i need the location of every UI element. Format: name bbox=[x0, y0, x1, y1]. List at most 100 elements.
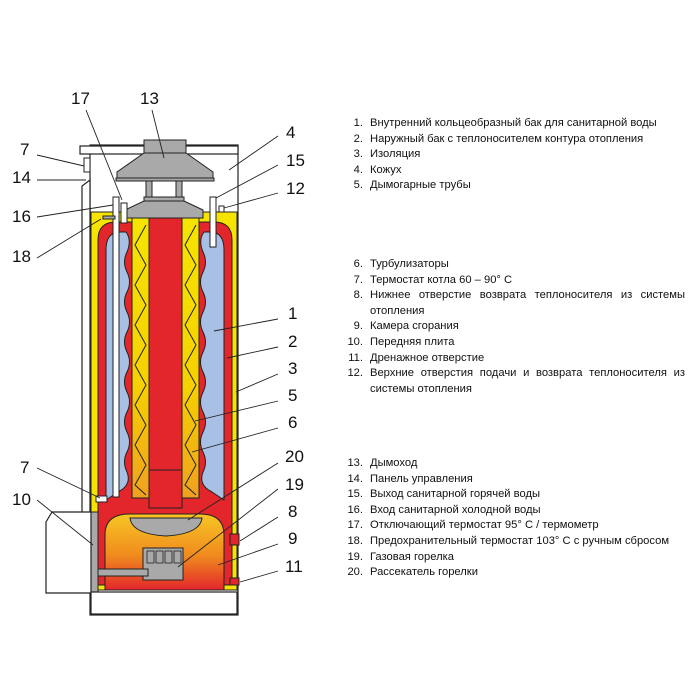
callout-4: 4 bbox=[286, 123, 295, 142]
legend-item: 15. Выход санитарной горячей воды bbox=[340, 487, 685, 503]
legend-item-number: 1. bbox=[353, 117, 363, 129]
legend-item-text: Дымоход bbox=[370, 457, 418, 469]
legend-item: 20.Рассекатель горелки bbox=[340, 565, 685, 581]
central-flue bbox=[148, 217, 183, 509]
callout-18: 18 bbox=[12, 247, 31, 266]
legend-item: 12.Верхние отверстия подачи и возврата т… bbox=[340, 366, 685, 397]
legend-item-text: Наружный бак с теплоносителем контура от… bbox=[370, 132, 644, 145]
legend-item-number: 2. bbox=[353, 132, 363, 145]
callout-16: 16 bbox=[12, 207, 31, 226]
cold-water-inlet-pipe bbox=[112, 196, 120, 498]
legend-item-number: 18. bbox=[347, 534, 363, 547]
legend-item: 2. Наружный бак с теплоносителем контура … bbox=[340, 132, 685, 148]
legend-item-number: 16. bbox=[347, 503, 363, 516]
legend-item: 16. Вход санитарной холодной воды bbox=[340, 503, 685, 519]
legend-item-number: 8. bbox=[353, 289, 363, 302]
legend-item-text: Дренажное отверстие bbox=[370, 351, 485, 364]
legend-item: 7. Термостат котла 60 – 90° C bbox=[340, 273, 685, 289]
legend-item: 17. Отключающий термостат 95° C / термоме… bbox=[340, 518, 685, 534]
control-panel bbox=[81, 178, 91, 521]
front-plate bbox=[90, 511, 99, 593]
callout-6: 6 bbox=[288, 413, 297, 432]
legend-group-1: 1. Внутренний кольцеобразный бак для сани… bbox=[340, 116, 685, 194]
drain-connection bbox=[229, 577, 240, 586]
legend-item-text: Панель управления bbox=[370, 472, 473, 485]
legend-item-text: Дымогарные трубы bbox=[370, 179, 471, 192]
boiler-thermostat-sensor bbox=[95, 495, 108, 503]
legend-item-text: Предохранительный термостат 103° C с руч… bbox=[370, 534, 670, 547]
legend-item: 19.Газовая горелка bbox=[340, 550, 685, 566]
legend-group-2: 6. Турбулизаторы 7. Термостат котла 60 – 90… bbox=[340, 257, 685, 397]
callout-3: 3 bbox=[288, 359, 297, 378]
callout-13: 13 bbox=[140, 89, 159, 108]
callout-9: 9 bbox=[288, 529, 297, 548]
turbulator-left bbox=[134, 224, 147, 496]
callout-7-top: 7 bbox=[20, 140, 29, 159]
legend-item-number: 13. bbox=[347, 457, 363, 469]
callout-15: 15 bbox=[286, 151, 305, 170]
legend-item-number: 19. bbox=[347, 550, 363, 563]
legend-item-number: 11. bbox=[348, 351, 363, 364]
legend-item: 10. Передняя плита bbox=[340, 335, 685, 351]
legend-item-text: Вход санитарной холодной воды bbox=[370, 503, 541, 516]
legend-item-number: 5. bbox=[353, 179, 363, 192]
callout-8: 8 bbox=[288, 502, 297, 521]
legend-item: 11. Дренажное отверстие bbox=[340, 351, 685, 367]
callout-10: 10 bbox=[12, 490, 31, 509]
base bbox=[90, 591, 238, 615]
turbulator-right bbox=[184, 224, 197, 496]
legend-item-text: Отключающий термостат 95° C / термометр bbox=[370, 519, 599, 532]
burner-housing bbox=[45, 511, 92, 594]
inner-tank-right bbox=[200, 231, 225, 501]
legend-item-text: Термостат котла 60 – 90° C bbox=[370, 273, 513, 286]
callout-19: 19 bbox=[285, 475, 304, 494]
legend-item-text: Выход санитарной горячей воды bbox=[370, 488, 541, 501]
flue-hood bbox=[115, 139, 215, 219]
hot-water-outlet-pipe bbox=[209, 196, 217, 248]
callout-7-bottom: 7 bbox=[20, 458, 29, 477]
legend-item-text: Кожух bbox=[370, 163, 402, 176]
legend-item: 3. Изоляция bbox=[340, 147, 685, 163]
legend-item-text: Рассекатель горелки bbox=[370, 566, 478, 579]
legend-item-text: Внутренний кольцеобразный бак для санита… bbox=[370, 117, 657, 129]
callout-2: 2 bbox=[288, 332, 297, 351]
safety-thermostat bbox=[102, 215, 116, 220]
legend-item-number: 9. bbox=[353, 320, 363, 333]
legend-item-number: 15. bbox=[347, 488, 363, 501]
legend-item-number: 4. bbox=[353, 163, 363, 176]
callout-1: 1 bbox=[288, 304, 297, 323]
legend-item-number: 10. bbox=[347, 335, 363, 348]
legend-group-3: 13. Дымоход 14. Панель управления 15. Выход с… bbox=[340, 456, 685, 581]
legend-item: 8. Нижнее отверстие возврата теплоносител… bbox=[340, 288, 685, 319]
boiler-thermostat-top bbox=[83, 157, 91, 173]
legend-item: 4. Кожух bbox=[340, 163, 685, 179]
lower-return-connection bbox=[229, 533, 240, 546]
legend-item-number: 3. bbox=[353, 148, 363, 161]
leader-lines bbox=[36, 109, 279, 583]
legend-item: 13. Дымоход bbox=[340, 456, 685, 472]
legend-item-number: 12. bbox=[347, 367, 363, 380]
legend-item-number: 14. bbox=[347, 472, 363, 485]
callout-17: 17 bbox=[71, 89, 90, 108]
gas-pipe bbox=[97, 568, 149, 577]
legend-item-number: 6. bbox=[353, 258, 363, 270]
legend-item-text: Нижнее отверстие возврата теплоносителя … bbox=[370, 289, 685, 317]
callout-14: 14 bbox=[12, 168, 31, 187]
upper-connection bbox=[218, 205, 225, 213]
shutoff-thermostat bbox=[120, 202, 128, 224]
legend-item: 18. Предохранительный термостат 103° C с … bbox=[340, 534, 685, 550]
legend-item: 5. Дымогарные трубы bbox=[340, 178, 685, 194]
boiler-cutaway-diagram: 17 13 4 7 15 14 12 16 18 1 2 3 5 6 20 7 … bbox=[12, 89, 305, 616]
legend-item-text: Изоляция bbox=[370, 148, 421, 161]
callout-5: 5 bbox=[288, 386, 297, 405]
legend-item: 1. Внутренний кольцеобразный бак для сани… bbox=[340, 116, 685, 132]
legend-item: 9. Камера сгорания bbox=[340, 319, 685, 335]
legend-item-number: 17. bbox=[347, 519, 363, 532]
legend-item-text: Передняя плита bbox=[370, 335, 455, 348]
legend-item-text: Камера сгорания bbox=[370, 320, 459, 333]
legend-item: 14. Панель управления bbox=[340, 472, 685, 488]
legend-item-number: 7. bbox=[353, 273, 363, 286]
callout-12: 12 bbox=[286, 179, 305, 198]
callout-20: 20 bbox=[285, 447, 304, 466]
legend-item-text: Турбулизаторы bbox=[370, 258, 449, 270]
